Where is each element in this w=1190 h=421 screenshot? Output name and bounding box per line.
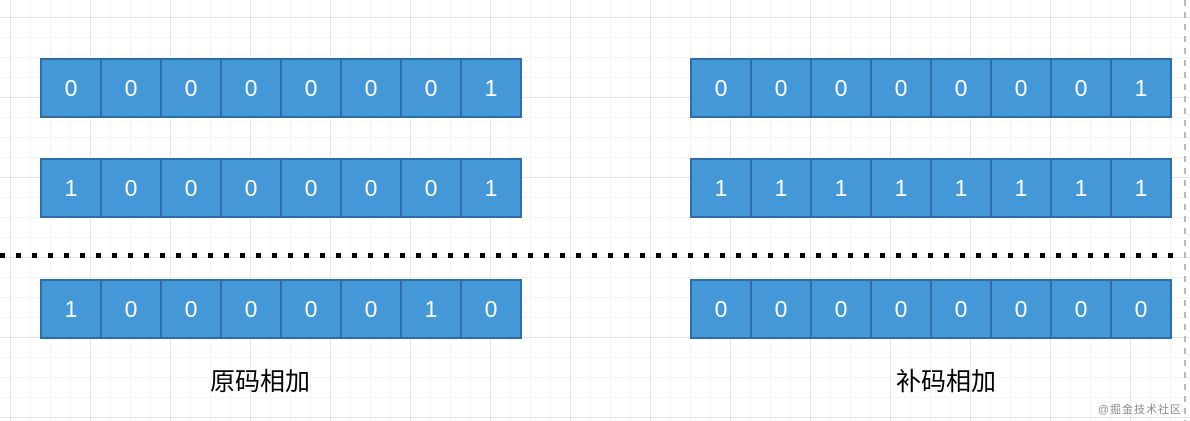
bit-cell: 0 xyxy=(342,60,400,116)
bit-cell: 0 xyxy=(342,160,400,216)
bit-cell: 1 xyxy=(812,160,870,216)
bit-cell: 0 xyxy=(282,160,340,216)
bit-cell: 1 xyxy=(992,160,1050,216)
bit-cell: 1 xyxy=(1112,60,1170,116)
left-result-row: 1 0 0 0 0 0 1 0 xyxy=(40,279,522,339)
bit-cell: 0 xyxy=(932,281,990,337)
bit-cell: 0 xyxy=(752,60,810,116)
right-group-label: 补码相加 xyxy=(895,368,996,396)
dotted-separator-line xyxy=(0,253,1186,258)
bit-cell: 0 xyxy=(162,160,220,216)
bit-cell: 1 xyxy=(402,281,460,337)
left-group-label: 原码相加 xyxy=(209,368,310,396)
bit-cell: 0 xyxy=(812,60,870,116)
bit-cell: 0 xyxy=(402,160,460,216)
bit-cell: 0 xyxy=(812,281,870,337)
bit-cell: 0 xyxy=(992,60,1050,116)
bit-cell: 0 xyxy=(102,60,160,116)
bit-cell: 0 xyxy=(342,281,400,337)
right-result-row: 0 0 0 0 0 0 0 0 xyxy=(690,279,1172,339)
right-operand-b-row: 1 1 1 1 1 1 1 1 xyxy=(690,158,1172,218)
bit-cell: 0 xyxy=(992,281,1050,337)
bit-cell: 1 xyxy=(1052,160,1110,216)
bit-cell: 0 xyxy=(692,60,750,116)
bit-cell: 0 xyxy=(162,281,220,337)
bit-cell: 0 xyxy=(282,60,340,116)
bit-cell: 0 xyxy=(162,60,220,116)
bit-cell: 0 xyxy=(222,281,280,337)
bit-cell: 1 xyxy=(752,160,810,216)
bit-cell: 0 xyxy=(222,60,280,116)
bit-cell: 0 xyxy=(1052,60,1110,116)
bit-cell: 0 xyxy=(42,60,100,116)
watermark-text: @掘金技术社区 xyxy=(1097,404,1182,416)
right-operand-a-row: 0 0 0 0 0 0 0 1 xyxy=(690,58,1172,118)
bit-cell: 0 xyxy=(102,281,160,337)
bit-cell: 1 xyxy=(462,60,520,116)
bit-cell: 0 xyxy=(872,281,930,337)
bit-cell: 0 xyxy=(692,281,750,337)
left-operand-a-row: 0 0 0 0 0 0 0 1 xyxy=(40,58,522,118)
left-operand-b-row: 1 0 0 0 0 0 0 1 xyxy=(40,158,522,218)
bit-cell: 1 xyxy=(462,160,520,216)
bit-cell: 0 xyxy=(872,60,930,116)
bit-cell: 1 xyxy=(1112,160,1170,216)
bit-cell: 0 xyxy=(282,281,340,337)
bit-cell: 0 xyxy=(222,160,280,216)
bit-cell: 1 xyxy=(872,160,930,216)
bit-cell: 1 xyxy=(692,160,750,216)
bit-cell: 0 xyxy=(752,281,810,337)
bit-cell: 0 xyxy=(932,60,990,116)
bit-cell: 0 xyxy=(102,160,160,216)
bit-cell: 0 xyxy=(1052,281,1110,337)
bit-cell: 1 xyxy=(932,160,990,216)
bit-cell: 0 xyxy=(402,60,460,116)
page-boundary-dashed-line xyxy=(1184,0,1186,421)
bit-cell: 1 xyxy=(42,281,100,337)
bit-cell: 0 xyxy=(462,281,520,337)
bit-cell: 0 xyxy=(1112,281,1170,337)
bit-cell: 1 xyxy=(42,160,100,216)
